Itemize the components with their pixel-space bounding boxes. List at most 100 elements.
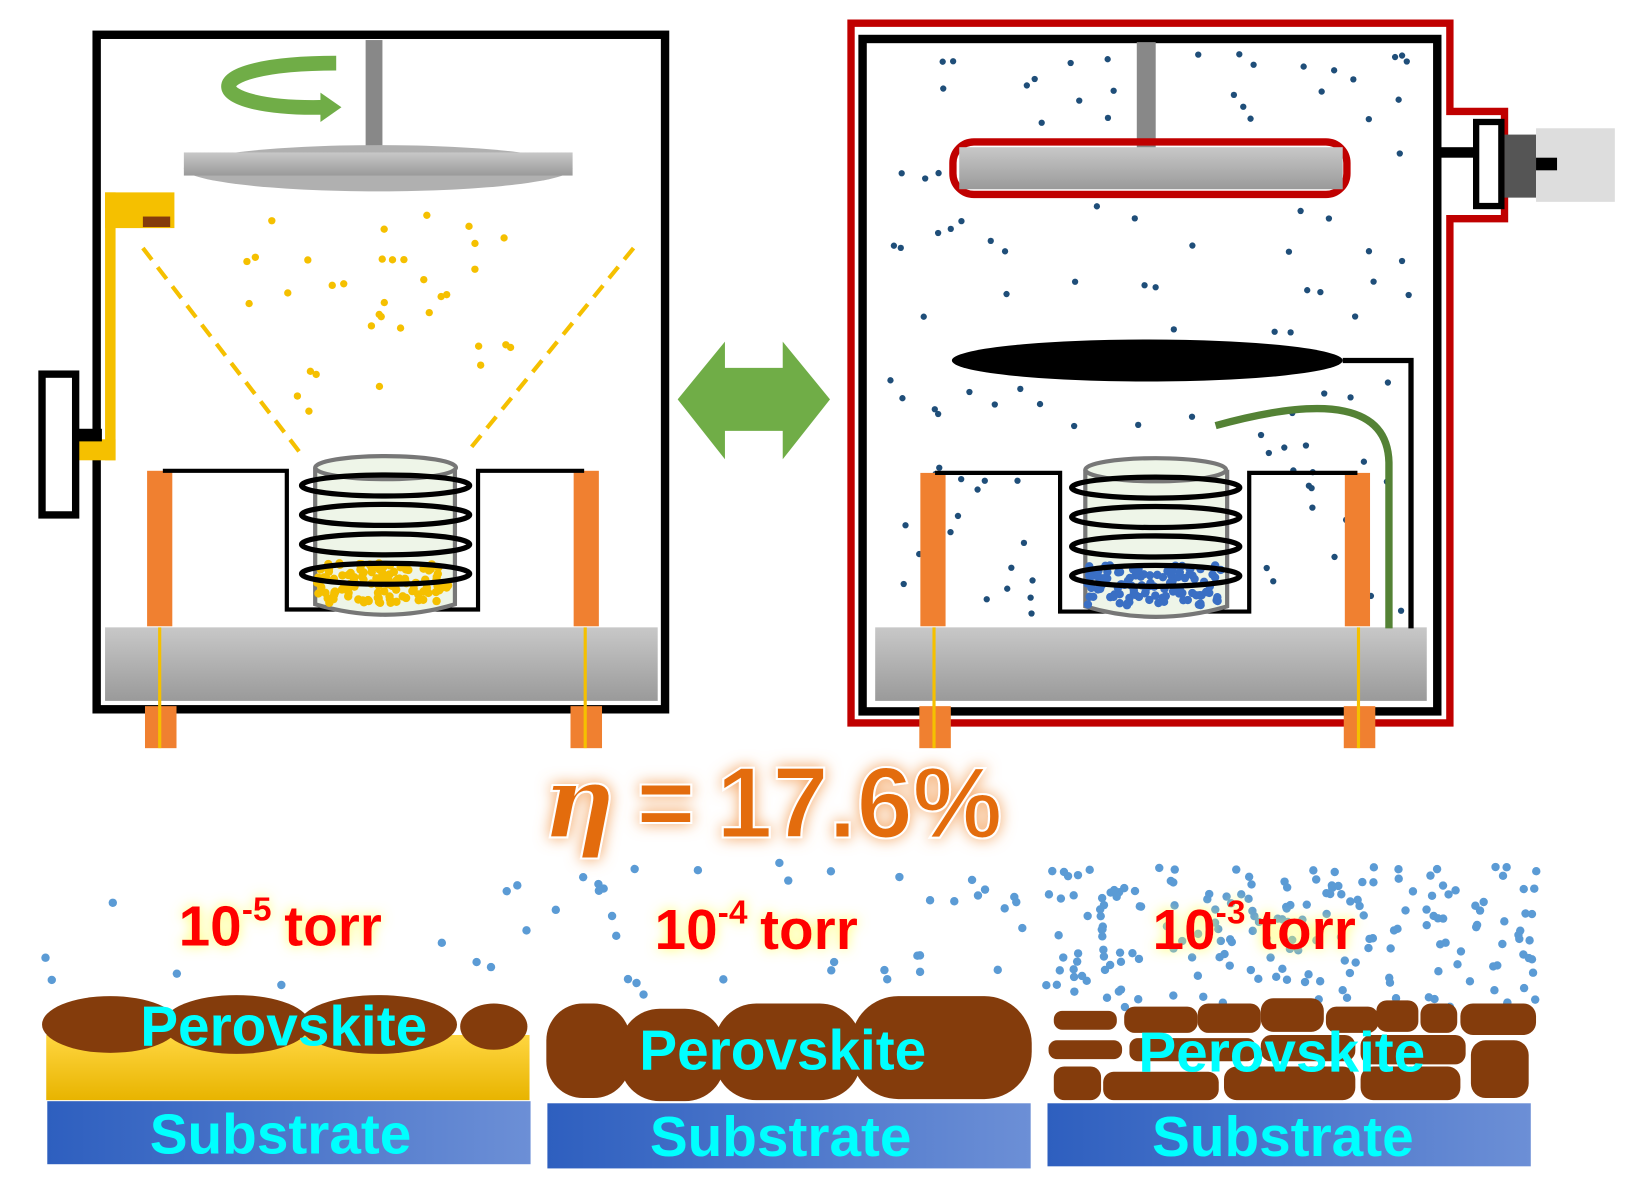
particle	[1309, 504, 1316, 511]
particle	[465, 222, 473, 231]
particle	[502, 341, 510, 349]
particle	[1210, 573, 1220, 582]
particle	[934, 229, 942, 237]
particle	[1017, 385, 1024, 393]
particle	[1240, 103, 1247, 110]
particle	[1152, 284, 1159, 291]
particle	[1318, 88, 1325, 95]
particle	[1433, 914, 1443, 923]
particle	[1281, 444, 1288, 451]
particle	[1489, 962, 1498, 971]
particle	[1327, 881, 1337, 890]
particle	[623, 974, 633, 984]
particle	[1135, 421, 1142, 429]
particle	[900, 580, 907, 588]
particle	[1471, 901, 1480, 910]
particle	[1391, 53, 1399, 61]
particle	[1384, 379, 1392, 386]
particle	[312, 370, 320, 379]
particle	[887, 377, 894, 384]
particle	[328, 281, 336, 290]
particle	[902, 522, 909, 529]
particle	[719, 975, 728, 984]
particle	[1067, 59, 1074, 67]
particle	[1213, 596, 1222, 606]
particle	[1491, 862, 1500, 872]
particle	[1298, 915, 1307, 924]
particle	[947, 225, 954, 233]
particle	[1288, 935, 1297, 945]
particle	[630, 864, 639, 874]
particle	[1283, 917, 1292, 927]
particle	[967, 875, 977, 885]
particle	[897, 244, 904, 252]
particle	[1248, 906, 1257, 916]
particle	[373, 593, 383, 602]
particle	[1340, 956, 1349, 965]
particle	[947, 528, 954, 536]
particle	[404, 565, 413, 575]
particle	[1294, 946, 1303, 955]
particle	[367, 322, 376, 330]
particle	[1169, 944, 1178, 953]
particle	[1263, 919, 1272, 928]
particle	[1346, 897, 1355, 906]
particle	[1054, 931, 1063, 940]
particle	[1317, 288, 1324, 296]
particle	[500, 234, 508, 242]
particle	[245, 299, 253, 308]
particle	[1014, 477, 1021, 484]
particle	[1089, 592, 1098, 601]
particle	[1029, 577, 1036, 584]
particle	[1369, 878, 1378, 887]
particle	[1247, 115, 1254, 122]
particle	[898, 170, 905, 177]
film-stack-2	[546, 996, 1032, 1169]
left-crucible	[147, 453, 599, 627]
particle	[935, 169, 942, 177]
particle	[954, 512, 962, 520]
particle	[1472, 920, 1482, 930]
particle	[936, 464, 943, 471]
right-crucible	[920, 456, 1371, 627]
particle	[1038, 119, 1045, 126]
particle	[578, 872, 588, 882]
particle	[1196, 599, 1205, 608]
particle	[1368, 934, 1378, 943]
particle	[1360, 458, 1368, 465]
particle	[1351, 958, 1360, 967]
particle	[1145, 595, 1154, 605]
particle	[471, 265, 479, 273]
particle	[1104, 56, 1111, 63]
particle	[1193, 929, 1203, 939]
particle	[1527, 909, 1537, 919]
particle	[1185, 569, 1194, 578]
particle	[1300, 63, 1307, 70]
particle	[981, 477, 988, 484]
particle	[1115, 567, 1125, 577]
perovskite-label-1: Perovskite	[140, 995, 427, 1058]
particle	[1097, 893, 1107, 903]
particle	[1524, 953, 1534, 963]
particle	[1427, 891, 1437, 900]
particle	[1322, 888, 1331, 898]
particle	[1519, 884, 1528, 894]
particle	[1076, 97, 1083, 104]
particle	[1112, 892, 1121, 901]
particle	[1272, 972, 1281, 982]
particle	[1093, 203, 1101, 210]
particle	[1151, 591, 1160, 600]
particle	[1394, 865, 1403, 874]
particle	[1285, 944, 1295, 954]
particle	[1018, 923, 1027, 933]
particle	[1426, 871, 1435, 880]
particle	[939, 58, 946, 65]
particle	[476, 361, 485, 369]
particle	[1095, 905, 1105, 914]
particle	[1273, 914, 1282, 923]
particle	[1398, 257, 1406, 265]
particle	[1385, 973, 1394, 983]
